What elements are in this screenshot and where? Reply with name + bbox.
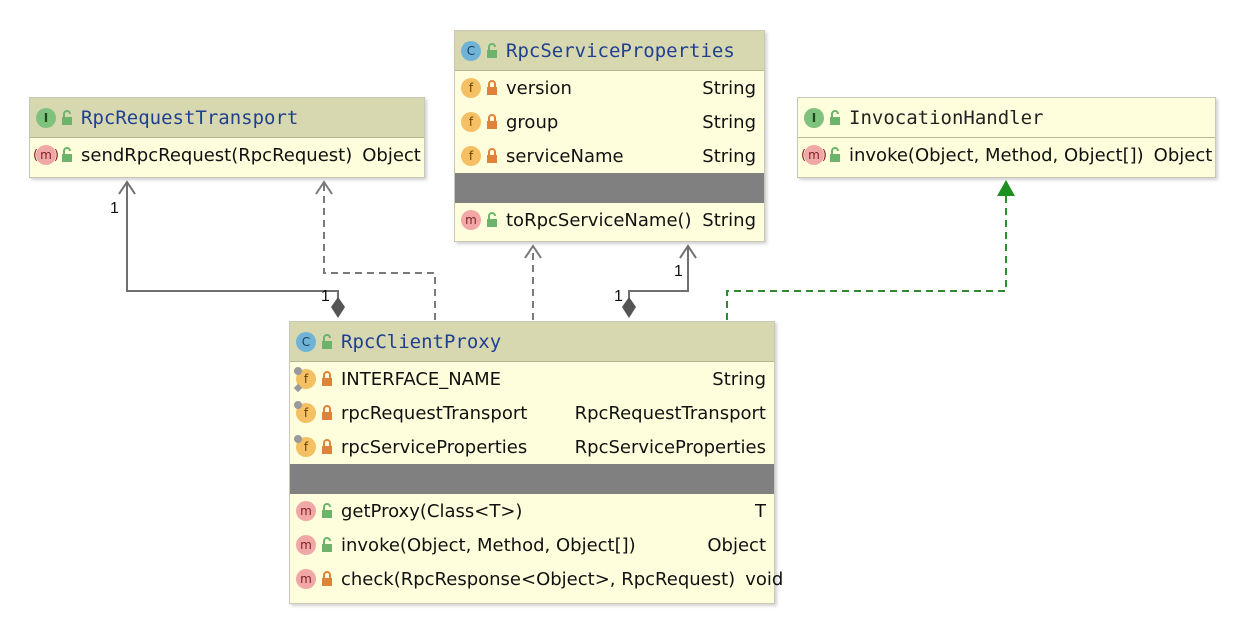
composition-line-transport	[126, 182, 339, 304]
field-type: RpcServiceProperties	[574, 436, 766, 458]
method-row[interactable]: m check(RpcResponse<Object>, RpcRequest)…	[290, 562, 783, 596]
public-icon	[829, 109, 843, 126]
class-header: C RpcServiceProperties	[455, 31, 764, 71]
field-name: version	[506, 77, 572, 99]
private-lock-icon	[486, 148, 500, 164]
field-type: String	[702, 145, 756, 167]
public-icon	[486, 42, 500, 59]
method-name: toRpcServiceName()	[506, 209, 692, 231]
method-row[interactable]: m invoke(Object, Method, Object[]) Objec…	[290, 528, 774, 562]
class-icon: C	[461, 40, 481, 61]
method-icon: m	[296, 569, 316, 589]
static-final-field-icon: f	[294, 367, 316, 389]
field-row[interactable]: f version String	[455, 71, 764, 105]
public-icon	[486, 212, 500, 228]
dependency-line-transport	[323, 182, 436, 320]
dependency-arrowhead-transport	[315, 180, 333, 195]
composition-arrowhead-transport	[118, 180, 136, 195]
method-type: T	[755, 500, 766, 522]
public-icon	[61, 109, 75, 126]
private-lock-icon	[486, 114, 500, 130]
class-icon: C	[296, 331, 316, 352]
method-name: sendRpcRequest(RpcRequest)	[81, 144, 353, 166]
class-header: I RpcRequestTransport	[30, 98, 424, 138]
field-icon: f	[461, 78, 481, 98]
field-row[interactable]: f INTERFACE_NAME String	[290, 362, 774, 396]
field-name: rpcRequestTransport	[341, 402, 528, 424]
method-name: invoke(Object, Method, Object[])	[341, 534, 636, 556]
method-type: Object	[1153, 144, 1213, 166]
method-name: check(RpcResponse<Object>, RpcRequest)	[341, 568, 736, 590]
method-icon: m	[296, 535, 316, 555]
field-row[interactable]: f serviceName String	[455, 139, 764, 173]
class-box-rpc-client-proxy[interactable]: C RpcClientProxy f INTERFACE_NAME String…	[289, 321, 783, 604]
method-type: String	[702, 209, 756, 231]
public-icon	[321, 333, 335, 350]
public-icon	[61, 147, 75, 163]
multiplicity-transport-target: 1	[110, 200, 119, 217]
method-icon: m	[801, 145, 827, 165]
method-name: getProxy(Class<T>)	[341, 500, 523, 522]
composition-diamond-transport	[331, 297, 345, 318]
final-field-icon: f	[294, 435, 316, 457]
private-lock-icon	[321, 439, 335, 455]
multiplicity-properties-source: 1	[614, 288, 623, 305]
field-icon: f	[461, 112, 481, 132]
dependency-arrowhead-properties	[524, 244, 542, 259]
field-name: rpcServiceProperties	[341, 436, 528, 458]
interface-icon: I	[36, 107, 56, 128]
method-icon: m	[33, 145, 59, 165]
field-name: INTERFACE_NAME	[341, 368, 501, 390]
class-title: RpcRequestTransport	[81, 106, 299, 129]
field-row[interactable]: f rpcServiceProperties RpcServicePropert…	[290, 430, 774, 464]
class-box-rpc-request-transport[interactable]: I RpcRequestTransport m sendRpcRequest(R…	[29, 97, 425, 178]
field-name: serviceName	[506, 145, 624, 167]
field-type: String	[712, 368, 766, 390]
private-lock-icon	[321, 405, 335, 421]
method-icon: m	[296, 501, 316, 521]
method-type: Object	[707, 534, 766, 556]
field-row[interactable]: f group String	[455, 105, 764, 139]
final-field-icon: f	[294, 401, 316, 423]
public-icon	[321, 503, 335, 519]
private-lock-icon	[486, 80, 500, 96]
field-name: group	[506, 111, 559, 133]
class-title: RpcServiceProperties	[506, 39, 735, 62]
multiplicity-properties-target: 1	[674, 263, 683, 280]
field-row[interactable]: f rpcRequestTransport RpcRequestTranspor…	[290, 396, 774, 430]
private-lock-icon	[321, 371, 335, 387]
implements-line	[726, 196, 1007, 320]
method-row[interactable]: m toRpcServiceName() String	[455, 203, 764, 237]
class-title: RpcClientProxy	[341, 330, 502, 353]
composition-arrowhead-properties	[679, 244, 697, 259]
public-icon	[321, 537, 335, 553]
field-type: String	[702, 77, 756, 99]
method-row[interactable]: m invoke(Object, Method, Object[]) Objec…	[798, 138, 1215, 172]
class-box-rpc-service-properties[interactable]: C RpcServiceProperties f version String …	[454, 30, 765, 242]
field-type: RpcRequestTransport	[574, 402, 766, 424]
method-row[interactable]: m getProxy(Class<T>) T	[290, 494, 774, 528]
field-icon: f	[461, 146, 481, 166]
class-title: InvocationHandler	[849, 106, 1044, 129]
method-type: Object	[362, 144, 421, 166]
class-header: I InvocationHandler	[798, 98, 1215, 138]
method-name: invoke(Object, Method, Object[])	[849, 144, 1144, 166]
implements-arrowhead	[997, 180, 1015, 196]
method-type: void	[745, 568, 784, 590]
section-separator	[290, 464, 774, 494]
method-row[interactable]: m sendRpcRequest(RpcRequest) Object	[30, 138, 424, 172]
section-separator	[455, 173, 764, 203]
interface-icon: I	[804, 107, 824, 128]
private-lock-icon	[321, 571, 335, 587]
composition-diamond-properties	[622, 297, 636, 318]
class-header: C RpcClientProxy	[290, 322, 774, 362]
multiplicity-transport-source: 1	[321, 288, 330, 305]
class-box-invocation-handler[interactable]: I InvocationHandler m invoke(Object, Met…	[797, 97, 1216, 178]
method-icon: m	[461, 210, 481, 230]
field-type: String	[702, 111, 756, 133]
public-icon	[829, 147, 843, 163]
